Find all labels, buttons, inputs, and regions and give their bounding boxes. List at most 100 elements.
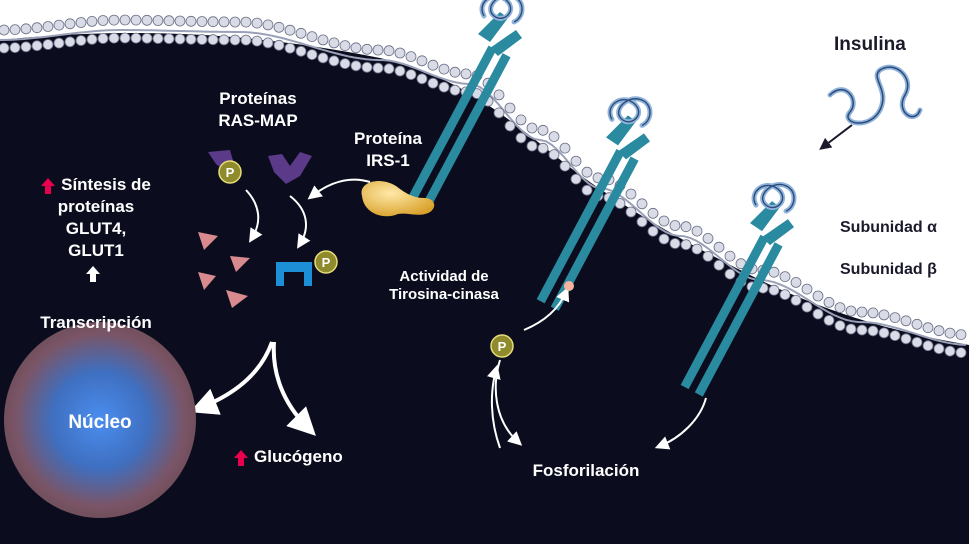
membrane-bead bbox=[922, 340, 934, 352]
insulin-receptor bbox=[408, 0, 525, 208]
membrane-bead bbox=[350, 42, 362, 54]
membrane-bead bbox=[724, 250, 736, 262]
membrane-bead bbox=[75, 35, 87, 46]
membrane-bead bbox=[108, 32, 120, 44]
membrane-bead bbox=[691, 243, 703, 255]
membrane-bead bbox=[944, 327, 956, 339]
membrane-bead bbox=[856, 306, 868, 318]
membrane-bead bbox=[130, 32, 142, 44]
label-sintesis-line1: Síntesis de bbox=[6, 174, 186, 196]
membrane-bead bbox=[86, 34, 98, 45]
membrane-bead bbox=[64, 36, 76, 48]
membrane-bead bbox=[823, 296, 835, 308]
ras-map-protein-2 bbox=[268, 152, 312, 184]
membrane-bead bbox=[581, 184, 593, 196]
membrane-bead bbox=[185, 15, 197, 27]
membrane-bead bbox=[625, 188, 637, 200]
signal-arrows bbox=[245, 178, 707, 450]
membrane-bead bbox=[218, 16, 230, 28]
phosphate-group: P bbox=[314, 250, 338, 274]
membrane-bead bbox=[427, 59, 439, 71]
increase-arrow-icon bbox=[234, 449, 248, 466]
membrane-bead bbox=[570, 173, 582, 185]
membrane-bead bbox=[801, 301, 813, 313]
membrane-bead bbox=[515, 114, 527, 126]
label-transcripcion: Transcripción bbox=[40, 313, 152, 332]
membrane-bead bbox=[262, 19, 274, 31]
membrane-bead bbox=[130, 14, 142, 26]
membrane-bead bbox=[196, 34, 208, 45]
label-proteina-irs1: Proteína IRS-1 bbox=[336, 128, 440, 172]
membrane-bead bbox=[31, 22, 43, 34]
membrane-bead bbox=[328, 55, 340, 67]
signal-triangles bbox=[198, 232, 250, 308]
membrane-bead bbox=[284, 42, 296, 54]
membrane-bead bbox=[702, 250, 714, 262]
label-proteinas: Proteínas bbox=[219, 89, 297, 108]
membrane-bead bbox=[779, 271, 791, 283]
membrane-bead bbox=[537, 142, 549, 154]
membrane-bead bbox=[702, 232, 714, 244]
membrane-bead bbox=[812, 308, 824, 320]
membrane-bead bbox=[185, 33, 197, 45]
membrane-bead bbox=[944, 345, 956, 357]
membrane-bead bbox=[526, 122, 538, 134]
label-proteinas-ras-map: Proteínas RAS-MAP bbox=[200, 88, 316, 132]
membrane-bead bbox=[97, 33, 109, 44]
membrane-bead bbox=[152, 15, 164, 26]
increase-arrow-icon bbox=[41, 177, 56, 194]
membrane-bead bbox=[251, 35, 263, 47]
membrane-bead bbox=[163, 15, 175, 27]
membrane-bead bbox=[889, 312, 901, 324]
membrane-bead bbox=[383, 45, 395, 57]
membrane-bead bbox=[372, 62, 384, 74]
membrane-bead bbox=[713, 259, 725, 271]
kinase-site bbox=[564, 281, 574, 291]
membrane-bead bbox=[515, 132, 527, 144]
membrane-bead bbox=[372, 44, 384, 56]
membrane-bead bbox=[405, 51, 417, 62]
membrane-bead bbox=[669, 220, 681, 231]
membrane-bead bbox=[504, 102, 516, 114]
label-subunidad-beta: Subunidad β bbox=[840, 261, 937, 278]
membrane-bead bbox=[559, 142, 571, 154]
membrane-bead bbox=[933, 343, 945, 355]
membrane-bead bbox=[383, 63, 395, 75]
membrane-bead bbox=[416, 55, 428, 67]
label-fosforilacion: Fosforilación bbox=[532, 461, 640, 480]
membrane-bead bbox=[845, 323, 857, 335]
membrane-bead bbox=[911, 336, 923, 348]
membrane-bead bbox=[504, 120, 516, 132]
membrane-bead bbox=[647, 225, 659, 237]
membrane-bead bbox=[955, 329, 967, 341]
nucleus bbox=[4, 322, 196, 518]
membrane-bead bbox=[317, 34, 329, 46]
phosphate-label: P bbox=[322, 255, 331, 270]
label-actividad-line2: Tirosina-cinasa bbox=[389, 286, 499, 303]
membrane-bead bbox=[548, 131, 560, 143]
membrane-bead bbox=[900, 333, 912, 345]
membrane-bead bbox=[207, 16, 219, 28]
label-nucleo: Núcleo bbox=[68, 412, 132, 433]
membrane-bead bbox=[812, 290, 824, 302]
cell-membrane bbox=[0, 14, 967, 359]
membrane-bead bbox=[537, 124, 549, 136]
membrane-bead bbox=[548, 149, 560, 161]
label-ras-map: RAS-MAP bbox=[218, 111, 298, 130]
membrane-bead bbox=[42, 39, 54, 50]
phosphate-label: P bbox=[226, 165, 235, 180]
membrane-bead bbox=[361, 43, 373, 55]
binding-arrow bbox=[819, 124, 853, 150]
membrane-bead bbox=[768, 284, 780, 296]
membrane-bead bbox=[427, 77, 439, 89]
membrane-bead bbox=[152, 33, 164, 44]
up-arrow-icon bbox=[86, 265, 100, 282]
membrane-bead bbox=[339, 40, 351, 51]
membrane-bead bbox=[669, 238, 681, 249]
membrane-bead bbox=[229, 16, 241, 28]
membrane-bead bbox=[141, 32, 153, 44]
membrane-bead bbox=[273, 21, 285, 33]
membrane-bead bbox=[438, 81, 450, 93]
membrane-bead bbox=[823, 314, 835, 326]
